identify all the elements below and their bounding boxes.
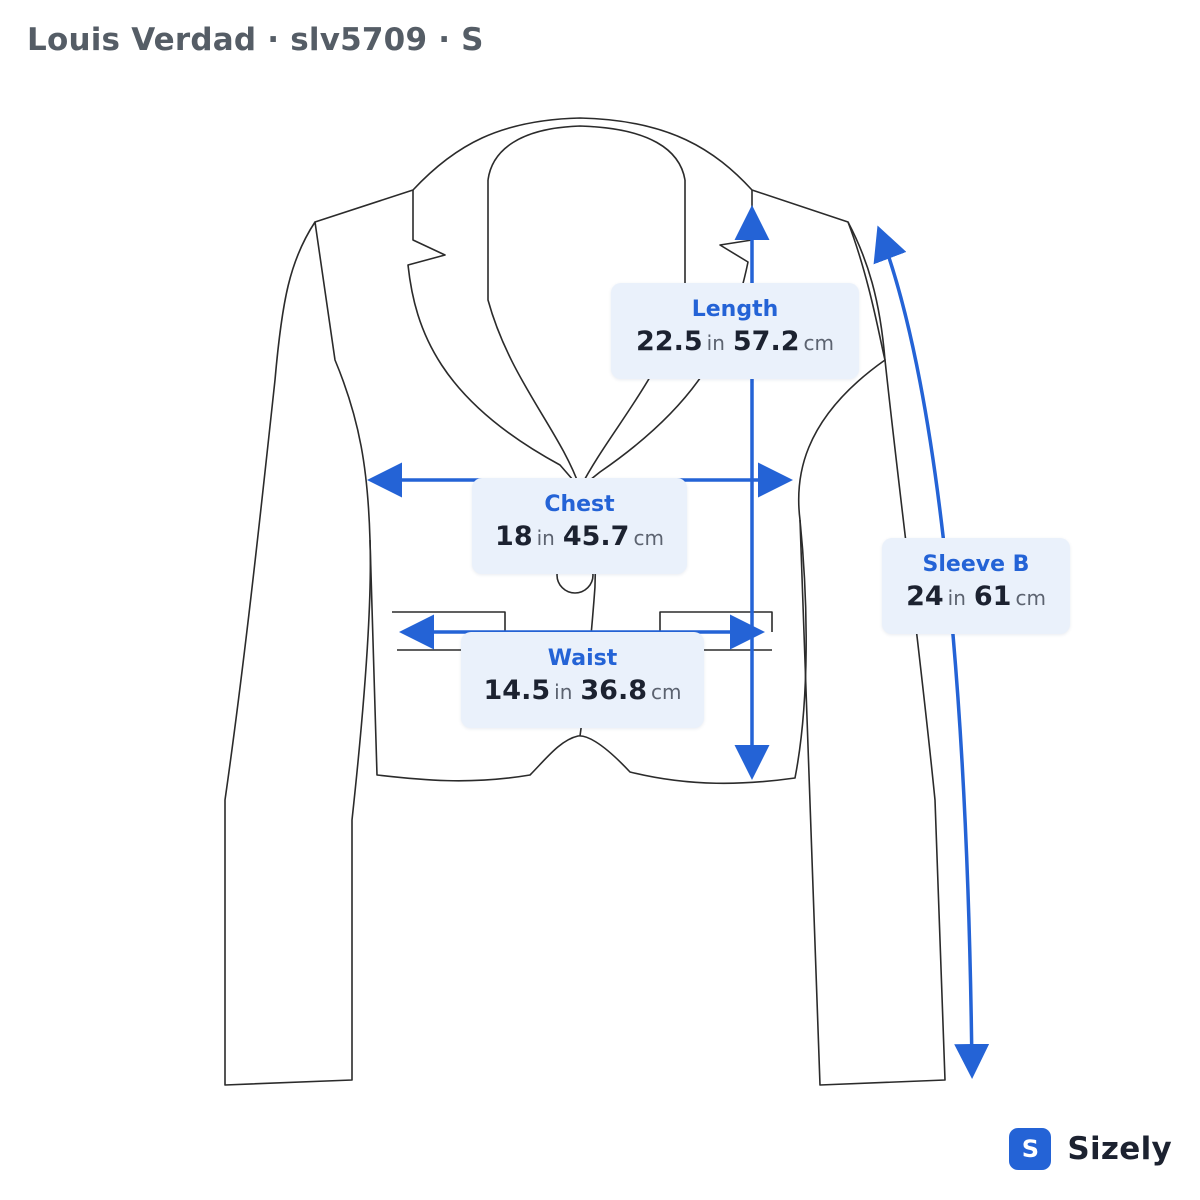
length-in-value: 22.5 xyxy=(636,326,703,357)
waist-name: Waist xyxy=(547,646,618,671)
jacket-outline xyxy=(224,117,946,1086)
sleeve-b-in-unit: in xyxy=(947,586,966,610)
brand-logo: S Sizely xyxy=(1009,1128,1172,1170)
sleeve-b-cm-value: 61 xyxy=(973,581,1012,612)
left-sleeve-outline xyxy=(224,221,372,1086)
right-pocket-outline xyxy=(659,611,773,632)
length-in-unit: in xyxy=(706,331,725,355)
left-lapel-outline xyxy=(407,180,581,489)
collar-outline xyxy=(487,125,686,181)
sleeve-b-name: Sleeve B xyxy=(922,552,1030,577)
length-cm-value: 57.2 xyxy=(732,326,800,357)
brand-name: Sizely xyxy=(1067,1131,1172,1167)
chest-in-value: 18 xyxy=(495,521,533,552)
chest-in-unit: in xyxy=(536,526,555,550)
length-cm-unit: cm xyxy=(803,331,834,355)
waist-cm-unit: cm xyxy=(651,680,682,704)
waist-cm-value: 36.8 xyxy=(580,675,647,706)
left-pocket-outline xyxy=(392,611,506,632)
sleeve-b-cm-unit: cm xyxy=(1015,586,1046,610)
sizely-logo-icon: S xyxy=(1009,1128,1052,1170)
waist-in-unit: in xyxy=(554,680,573,704)
page-title: Louis Verdad · slv5709 · S xyxy=(27,22,484,58)
waist-in-value: 14.5 xyxy=(483,675,551,706)
length-name: Length xyxy=(691,297,779,322)
sleeve-b-in-value: 24 xyxy=(906,581,944,612)
sleeve-b-arrow xyxy=(873,225,990,1079)
chest-cm-unit: cm xyxy=(633,526,664,550)
chest-name: Chest xyxy=(544,492,615,517)
jacket-body-outline xyxy=(314,117,886,785)
chest-cm-value: 45.7 xyxy=(562,521,630,552)
